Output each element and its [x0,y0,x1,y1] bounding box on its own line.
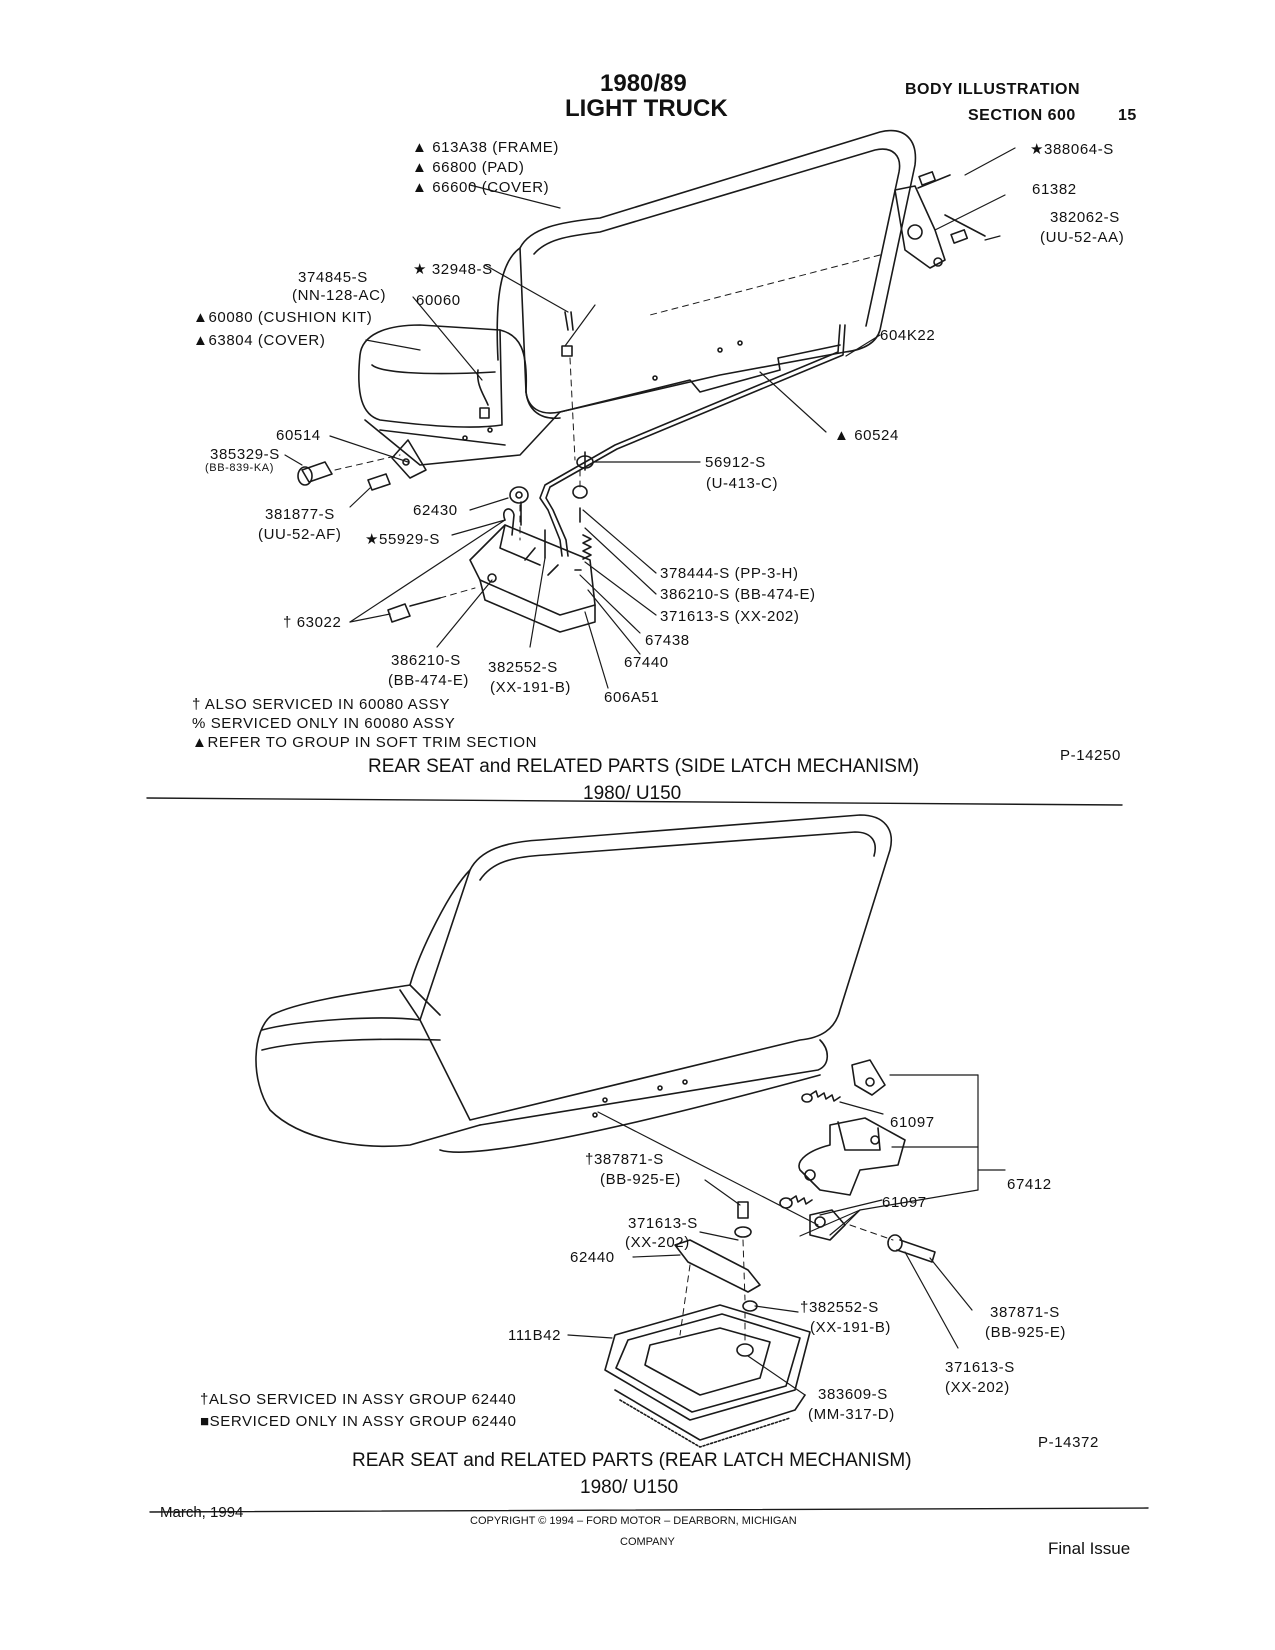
seat-cushion-bottom [256,985,820,1152]
note-also-serviced: † ALSO SERVICED IN 60080 ASSY [192,696,451,713]
label-382062s: 382062-S [1050,209,1120,226]
latch-assembly-67412 [780,1060,905,1240]
label-60080: ▲60080 (CUSHION KIT) [193,309,373,326]
footer-rule [150,1508,1148,1512]
label-613a38: ▲ 613A38 (FRAME) [412,139,559,156]
label-mm317d: (MM-317-D) [808,1406,895,1423]
label-60524: ▲ 60524 [834,427,899,444]
box-111b42 [605,1305,810,1447]
label-67440: 67440 [624,654,669,671]
label-111b42: 111B42 [508,1327,562,1344]
figure-id-top: P-14250 [1060,747,1121,764]
label-371613s-a: 371613-S [628,1215,698,1232]
footer-status: Final Issue [1048,1539,1131,1558]
footer-date: March, 1994 [160,1504,244,1521]
section-number: SECTION 600 [968,107,1076,124]
bolt-387871s-right [888,1235,935,1262]
label-387871s-a: †387871-S [585,1151,664,1168]
label-xx202-a: (XX-202) [625,1234,690,1251]
subcaption-top: 1980/ U150 [583,783,682,804]
hinge-bracket-61382 [895,172,985,268]
label-63022: † 63022 [283,614,342,631]
label-bb474e: (BB-474-E) [388,672,470,689]
label-371613s: 371613-S (XX-202) [660,608,800,625]
label-66800: ▲ 66800 (PAD) [412,159,525,176]
label-uu52af: (UU-52-AF) [258,526,342,543]
label-388064s: ★388064-S [1030,141,1114,158]
label-382552s: 382552-S [488,659,558,676]
subcaption-bottom: 1980/ U150 [580,1477,679,1498]
label-63804: ▲63804 (COVER) [193,332,326,349]
label-62440: 62440 [570,1249,615,1266]
label-383609s: 383609-S [818,1386,888,1403]
label-55929s: ★55929-S [365,531,440,548]
dashed-lines-top [335,255,880,598]
label-32948s: ★ 32948-S [413,261,493,278]
label-386210s-a: 386210-S (BB-474-E) [660,586,816,603]
label-61097-b: 61097 [882,1194,927,1211]
label-606a51: 606A51 [604,689,660,706]
label-56912s: 56912-S [705,454,766,471]
label-bb925e-a: (BB-925-E) [600,1171,682,1188]
small-fasteners-top [298,312,593,622]
label-386210s-b: 386210-S [391,652,461,669]
section-label: BODY ILLUSTRATION [905,81,1081,98]
label-61097-a: 61097 [890,1114,935,1131]
page-number: 15 [1118,107,1137,124]
label-nn128ac: (NN-128-AC) [292,287,387,304]
label-382552s-b: †382552-S [800,1299,879,1316]
label-60514: 60514 [276,427,321,444]
seat-back-bottom [410,815,891,1125]
label-62430: 62430 [413,502,458,519]
note-assy-62440: †ALSO SERVICED IN ASSY GROUP 62440 [200,1391,517,1408]
latch-housing-606a51 [470,525,595,632]
label-u413c: (U-413-C) [706,475,779,492]
label-66600: ▲ 66600 (COVER) [412,179,550,196]
seat-cushion-top [359,325,526,427]
label-67438: 67438 [645,632,690,649]
caption-bottom: REAR SEAT and RELATED PARTS (REAR LATCH … [352,1450,912,1471]
section-divider [147,798,1122,805]
note-refer-group: ▲REFER TO GROUP IN SOFT TRIM SECTION [192,734,538,751]
latch-rod-604k22 [540,325,845,556]
label-60060: 60060 [416,292,461,309]
doc-title-line1: 1980/89 [600,70,687,97]
leader-lines-top [285,148,1015,688]
note-only-62440: ■SERVICED ONLY IN ASSY GROUP 62440 [200,1413,517,1430]
doc-title-line2: LIGHT TRUCK [565,95,728,122]
label-bb925e-b: (BB-925-E) [985,1324,1067,1341]
note-serviced-only: % SERVICED ONLY IN 60080 ASSY [192,715,456,732]
bracket-lines-bottom [568,1075,1005,1395]
footer-copyright: COPYRIGHT © 1994 – FORD MOTOR – DEARBORN… [470,1515,797,1527]
label-67412: 67412 [1007,1176,1052,1193]
label-xx191b-b: (XX-191-B) [810,1319,892,1336]
label-xx202-b: (XX-202) [945,1379,1010,1396]
label-bb839ka: (BB-839-KA) [205,462,274,474]
caption-top: REAR SEAT and RELATED PARTS (SIDE LATCH … [368,756,920,777]
label-387871s-b: 387871-S [990,1304,1060,1321]
label-374845s: 374845-S [298,269,368,286]
label-xx191b: (XX-191-B) [490,679,572,696]
seat-back-top [497,131,915,419]
label-381877s: 381877-S [265,506,335,523]
label-61382: 61382 [1032,181,1077,198]
dashed-lines-bottom [680,1225,893,1345]
label-604k22: 604K22 [880,327,936,344]
label-378444s: 378444-S (PP-3-H) [660,565,799,582]
label-385329s: 385329-S [210,446,280,463]
label-371613s-b: 371613-S [945,1359,1015,1376]
label-uu52aa: (UU-52-AA) [1040,229,1125,246]
figure-id-bottom: P-14372 [1038,1434,1099,1451]
footer-company: COMPANY [620,1536,675,1548]
seat-frame-rail-top [365,341,840,465]
